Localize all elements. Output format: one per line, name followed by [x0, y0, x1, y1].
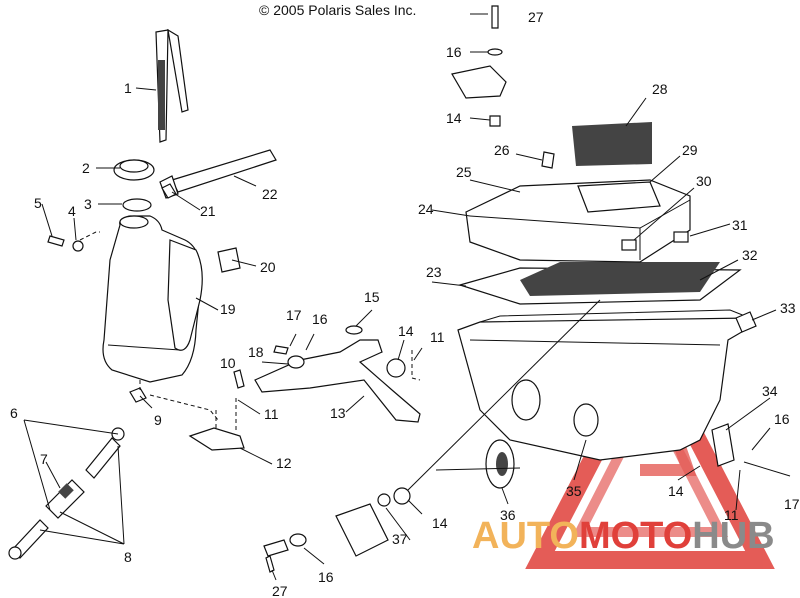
hose-assembly-part [8, 427, 125, 560]
callout-7: 7 [40, 451, 48, 467]
callout-18: 18 [248, 344, 264, 360]
callout-20: 20 [260, 259, 276, 275]
callout-2: 2 [82, 160, 90, 176]
cap-cover-part [451, 65, 507, 99]
callout-30: 30 [696, 173, 712, 189]
watermark-auto: AUTO [472, 515, 579, 557]
callout-36: 36 [500, 507, 516, 523]
callout-14d: 14 [432, 515, 448, 531]
leader-lines [23, 13, 791, 581]
callout-5: 5 [34, 195, 42, 211]
vent-hose-part [159, 149, 277, 199]
callout-11c: 11 [724, 507, 739, 523]
oil-tank-part [102, 215, 203, 383]
clip-33-part [735, 311, 757, 333]
callout-19: 19 [220, 301, 236, 317]
callout-17a: 17 [286, 307, 302, 323]
callout-10: 10 [220, 355, 236, 371]
screen-part [577, 181, 661, 213]
callout-28: 28 [652, 81, 668, 97]
callout-16d: 16 [318, 569, 334, 585]
callout-14c: 14 [668, 483, 684, 499]
watermark-hub: HUB [692, 515, 774, 557]
watermark-text: AUTOMOTOHUB [472, 515, 775, 557]
bracket-part [217, 247, 241, 273]
callout-1: 1 [124, 80, 132, 96]
callout-6: 6 [10, 405, 18, 421]
callout-31: 31 [732, 217, 748, 233]
callout-17b: 17 [784, 496, 800, 512]
callout-37: 37 [392, 531, 408, 547]
callout-21: 21 [200, 203, 216, 219]
washer-part [72, 240, 84, 252]
callout-25: 25 [456, 164, 472, 180]
bolt-part [47, 235, 65, 247]
airbox-lower-part [457, 309, 753, 461]
copyright-text: © 2005 Polaris Sales Inc. [259, 2, 417, 18]
callout-11b: 11 [430, 329, 445, 345]
mount-bracket-part [254, 339, 421, 423]
callout-27b: 27 [272, 583, 288, 598]
callout-4: 4 [68, 203, 76, 219]
callout-32: 32 [742, 247, 758, 263]
gasket-part [122, 198, 152, 212]
callout-12: 12 [276, 455, 292, 471]
callout-24: 24 [418, 201, 434, 217]
clip-part [541, 151, 555, 169]
callout-33: 33 [780, 300, 796, 316]
callout-26: 26 [494, 142, 510, 158]
callout-16c: 16 [774, 411, 790, 427]
foam-part [572, 122, 652, 166]
callout-labels: 1 2 3 4 5 6 7 8 9 10 11 11 11 12 13 14 1… [10, 9, 800, 598]
callout-11a: 11 [264, 406, 279, 422]
callout-15: 15 [364, 289, 380, 305]
filler-cap-part [113, 159, 155, 181]
callout-16b: 16 [446, 44, 462, 60]
callout-13: 13 [330, 405, 346, 421]
screw-27-part [491, 5, 499, 29]
svg-text:AUTOMOTOHUB: AUTOMOTOHUB [472, 515, 775, 557]
callout-8: 8 [124, 549, 132, 565]
sensor-part [335, 487, 411, 557]
watermark-moto: MOTO [579, 515, 692, 557]
callout-29: 29 [682, 142, 698, 158]
callout-27a: 27 [528, 9, 544, 25]
callout-9: 9 [154, 412, 162, 428]
callout-35: 35 [566, 483, 582, 499]
dipstick-part [155, 28, 189, 143]
callout-16a: 16 [312, 311, 328, 327]
bracket-12-part [188, 427, 245, 451]
callout-3: 3 [84, 196, 92, 212]
callout-34: 34 [762, 383, 778, 399]
bracket-34-part [711, 423, 735, 467]
callout-23: 23 [426, 264, 442, 280]
callout-14a: 14 [398, 323, 414, 339]
disc-part [485, 439, 515, 489]
callout-22: 22 [262, 186, 278, 202]
callout-14b: 14 [446, 110, 462, 126]
air-filter-part [520, 262, 720, 296]
